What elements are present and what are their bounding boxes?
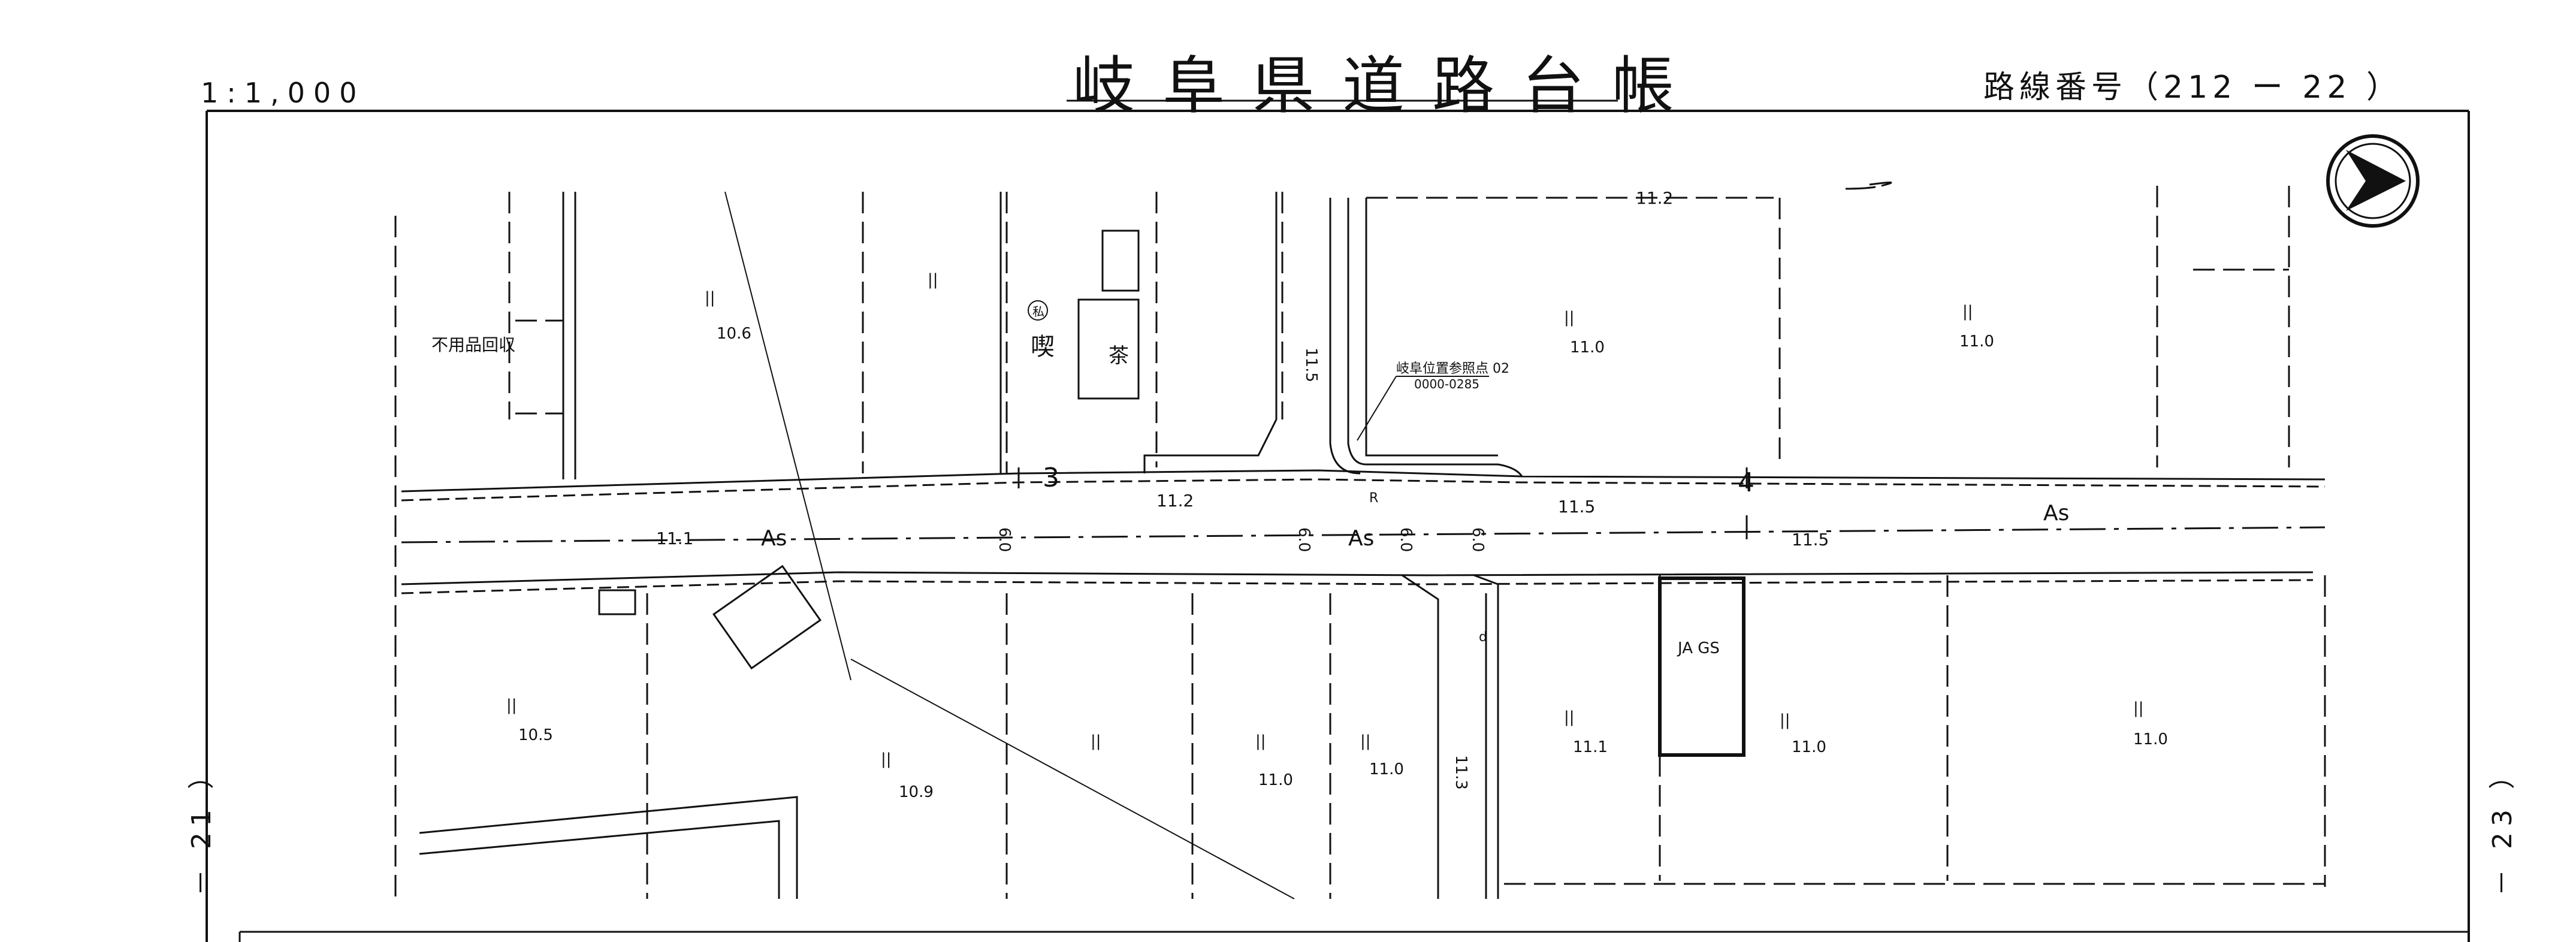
parcel-4-elev: 11.0	[1959, 333, 1994, 351]
reference-leader	[1357, 376, 1397, 441]
parcel-11-elev: 11.0	[1792, 738, 1826, 756]
parcel-10-elev: 11.1	[1573, 738, 1608, 756]
parcel-9-mark: ||	[1360, 732, 1371, 750]
parcel-6-elev: 10.9	[899, 783, 934, 801]
parcel-1-elev: 10.6	[717, 325, 751, 343]
parcel-3-mark: ||	[1564, 309, 1575, 327]
structure-box	[598, 589, 636, 615]
building-tower	[712, 564, 822, 670]
cafe-label-b: 茶	[1109, 344, 1129, 368]
parcel-5-mark: ||	[506, 696, 517, 714]
parcel-10-mark: ||	[1564, 708, 1575, 726]
road-elev-3: 11.5	[1558, 497, 1595, 517]
parcel-4-mark: ||	[1962, 303, 1973, 321]
shop-label: 不用品回収	[431, 335, 515, 355]
cafe-circle-text: 私	[1032, 304, 1044, 319]
reference-point-name: 岐阜位置参照点 02	[1396, 361, 1509, 376]
parcel-9-elev: 11.0	[1369, 760, 1404, 778]
buildings	[598, 230, 1745, 757]
width-label-2: 6.0	[1295, 527, 1313, 552]
reference-point-code: 0000-0285	[1414, 377, 1479, 391]
parcel-5-elev: 10.5	[518, 726, 553, 744]
parcel-3-elev: 11.0	[1570, 339, 1605, 357]
parcel-11-mark: ||	[1780, 711, 1790, 729]
parcel-8-elev: 11.0	[1258, 771, 1293, 789]
parcel-1-mark: ||	[705, 289, 715, 307]
building-small	[1101, 230, 1140, 292]
surface-as-east: As	[2043, 501, 2069, 526]
mark-d: d	[1479, 630, 1487, 645]
width-label-5: 11.5	[1302, 348, 1320, 382]
north-arrow-icon	[2326, 134, 2420, 228]
mark-r: R	[1369, 491, 1378, 506]
cafe-circle-mark	[1028, 300, 1048, 321]
road-elev-5: 11.2	[1636, 188, 1673, 208]
width-label-3: 6.0	[1397, 527, 1415, 552]
building-gas-station	[1658, 576, 1745, 757]
road-elev-4: 11.5	[1792, 530, 1829, 550]
parcel-8-mark: ||	[1255, 732, 1266, 750]
fence-lines	[419, 181, 1892, 899]
map-scale: 1:1,000	[201, 77, 366, 109]
map-frame	[206, 110, 2470, 942]
parcel-7-mark: ||	[1091, 732, 1101, 750]
parcel-12-elev: 11.0	[2133, 730, 2168, 748]
gas-station-label: JA GS	[1677, 639, 1720, 657]
road-elev-1: 11.1	[656, 529, 693, 548]
cafe-label-a: 喫	[1031, 333, 1055, 361]
road-elev-2: 11.2	[1156, 491, 1194, 511]
diagonal-lines	[724, 191, 1295, 899]
building-cafe	[1077, 298, 1140, 400]
side-road	[1329, 198, 1523, 899]
station-ticks	[1017, 467, 1748, 539]
main-road	[401, 469, 2326, 594]
parcel-12-mark: ||	[2133, 699, 2144, 717]
parcel-2-mark: ||	[928, 271, 938, 289]
station-3-label: 3	[1043, 463, 1059, 493]
parcel-6-mark: ||	[881, 750, 892, 768]
surface-as-west: As	[761, 526, 787, 551]
station-4-label: 4	[1738, 467, 1754, 498]
width-label-6: 11.3	[1452, 755, 1470, 790]
route-number: 路線番号（212 ー 22 ）	[1983, 70, 2403, 105]
surface-as-center: As	[1348, 526, 1374, 551]
width-label-4: 6.0	[1469, 527, 1487, 552]
width-label-1: 6.0	[995, 527, 1013, 552]
